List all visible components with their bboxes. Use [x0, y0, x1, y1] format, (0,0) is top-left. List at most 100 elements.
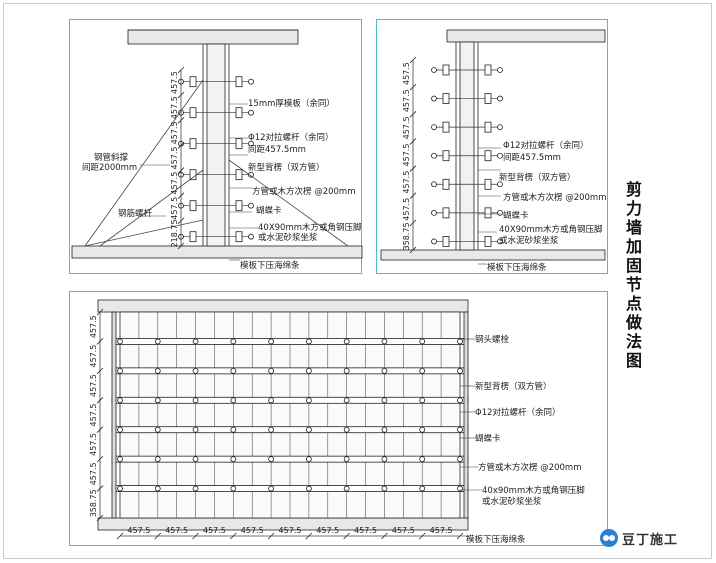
- tie-bolt: [343, 367, 350, 374]
- ground-slab: [71, 245, 363, 259]
- bolt-nut: [431, 124, 437, 131]
- tie-bolt: [457, 485, 463, 492]
- tie-bolt: [268, 397, 275, 404]
- dimension-label: 457.5: [170, 197, 179, 220]
- bolt-nut: [248, 202, 254, 209]
- label-plywood: 15mm厚模板（余同）: [248, 98, 335, 109]
- dimension-label: 457.5: [89, 345, 98, 368]
- label-spacing: 间距457.5mm: [248, 145, 306, 155]
- tie-bolt: [343, 397, 350, 404]
- bolt-nut: [248, 78, 254, 85]
- waler-tube: [235, 107, 243, 119]
- waler-tube: [189, 200, 197, 212]
- waler-tube: [484, 178, 492, 190]
- label-bolt: Φ12对拉螺杆（余同）: [475, 407, 561, 418]
- label-bolt: Φ12对拉螺杆（余同）: [503, 140, 589, 151]
- tie-bolt: [268, 426, 275, 433]
- tie-bolt: [381, 367, 388, 374]
- label-clip: 蝴蝶卡: [503, 210, 529, 221]
- bolt-nut: [497, 67, 503, 73]
- tie-bolt: [343, 426, 350, 433]
- dimension-label: 457.5: [127, 526, 150, 535]
- tie-bolt: [419, 367, 426, 374]
- dimension-label: 457.5: [430, 526, 453, 535]
- dimension-label: 457.5: [402, 144, 411, 167]
- dimension-label: 457.5: [402, 116, 411, 139]
- tie-bolt: [268, 485, 275, 492]
- tie-bolt: [343, 485, 350, 492]
- tie-bolt-rows: [178, 76, 254, 243]
- label-mortar: 或水泥砂浆坐浆: [482, 496, 542, 507]
- tie-bolt: [343, 338, 350, 345]
- bolt-nut: [497, 238, 503, 245]
- tie-bolt: [117, 367, 123, 374]
- double-tube-waler: [111, 367, 469, 375]
- left-lower-brace: [99, 169, 204, 247]
- tie-bolt: [381, 338, 388, 345]
- tie-bolt: [305, 367, 312, 374]
- waler-tube: [189, 231, 197, 243]
- label-sill: 40X90mm木方或角钢压脚: [499, 224, 603, 235]
- left-brace: [84, 79, 204, 247]
- bolt-nut: [431, 95, 437, 102]
- page-frame: [3, 3, 712, 559]
- tie-bolt: [457, 456, 463, 463]
- double-tube-waler: [111, 338, 469, 345]
- tie-bolt: [268, 456, 275, 463]
- concrete-wall: [206, 43, 226, 247]
- bolt-nut: [431, 238, 437, 245]
- label-mortar: 或水泥砂浆坐浆: [499, 235, 559, 246]
- label-double-tube: 新型背楞（双方管）: [499, 172, 576, 183]
- label-bolt: Φ12对拉螺杆（余同）: [248, 132, 334, 143]
- label-bolt-head: 钢头螺栓: [475, 334, 510, 345]
- tie-bolt: [230, 367, 237, 374]
- tie-bolt: [457, 367, 463, 374]
- label-bottom: 模板下压海绵条: [466, 534, 526, 545]
- bolt-nut: [497, 124, 503, 131]
- tie-bolt: [457, 397, 463, 404]
- waler-tube: [189, 76, 197, 88]
- label-brace: 钢管斜撑: [94, 152, 129, 163]
- dimension-label: 457.5: [89, 433, 98, 456]
- tie-bolt: [192, 485, 199, 492]
- tie-bolt: [192, 397, 199, 404]
- tie-bolt: [305, 338, 312, 345]
- label-secondary: 方管或木方次楞 @200mm: [252, 186, 356, 197]
- tie-bolt: [305, 456, 312, 463]
- dimension-label: 358.75: [402, 222, 411, 250]
- waler-tube: [484, 93, 492, 104]
- dimension-label: 457.5: [170, 172, 179, 195]
- label-mortar: 或水泥砂浆坐浆: [258, 232, 318, 243]
- bolt-nut: [497, 152, 503, 159]
- tie-bolt: [117, 426, 123, 433]
- tie-bolt: [381, 397, 388, 404]
- tie-bolt: [154, 426, 161, 433]
- dimension-label: 457.5: [170, 121, 179, 144]
- label-clip: 蝴蝶卡: [475, 433, 501, 444]
- double-tube-waler: [111, 485, 469, 492]
- waler-tube: [484, 64, 492, 76]
- dimension-label: 457.5: [165, 526, 188, 535]
- bolt-nut: [248, 140, 254, 147]
- tie-bolt: [419, 338, 426, 345]
- double-tube-waler: [111, 396, 469, 404]
- waler-tube: [235, 76, 243, 88]
- dimension-label: 457.5: [354, 526, 377, 535]
- waler-tube: [442, 178, 450, 190]
- tie-bolt: [154, 367, 161, 374]
- tie-bolt: [381, 485, 388, 492]
- tie-bolt: [117, 338, 123, 345]
- double-tube-waler: [111, 426, 469, 434]
- concrete-wall: [459, 41, 475, 251]
- tie-bolt: [381, 426, 388, 433]
- watermark-text: 豆丁施工: [622, 532, 679, 548]
- tie-bolt: [154, 485, 161, 492]
- dimension-label: 457.5: [402, 171, 411, 194]
- waler-tube: [484, 207, 492, 219]
- label-clip: 蝴蝶卡: [256, 205, 282, 216]
